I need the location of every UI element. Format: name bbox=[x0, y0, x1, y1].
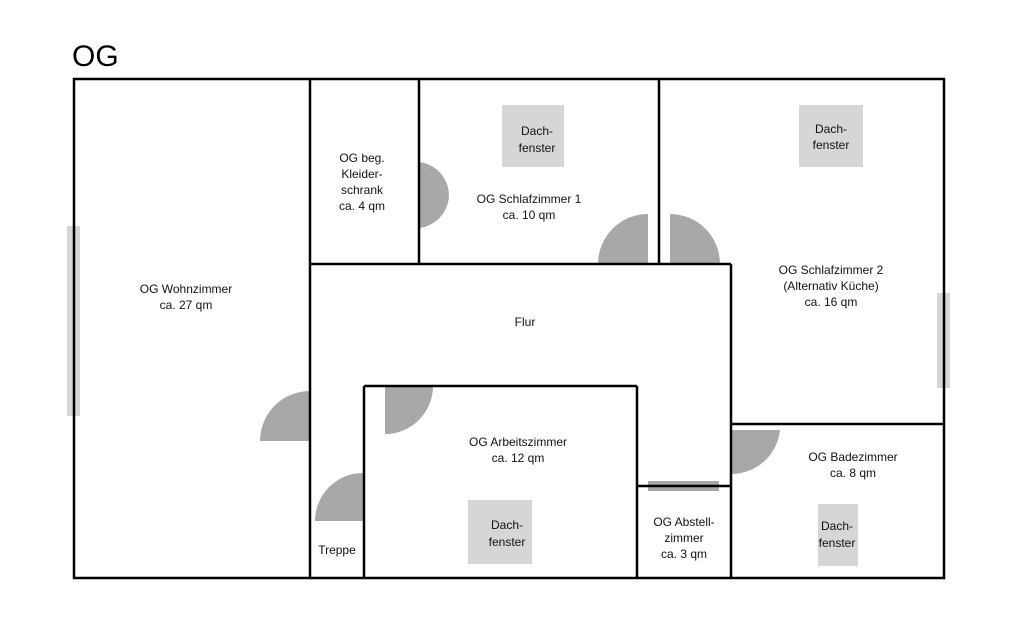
room-label-line: ca. 27 qm bbox=[160, 298, 213, 312]
room-kleiderschrank: OG beg. Kleider- schrank ca. 4 qm bbox=[339, 151, 385, 213]
room-schlafzimmer1: OG Schlafzimmer 1 ca. 10 qm bbox=[477, 192, 582, 222]
skylight-schlafzimmer1: Dach- fenster bbox=[502, 105, 564, 167]
floor-title: OG bbox=[72, 40, 119, 73]
door-schlafzimmer2-icon bbox=[670, 214, 720, 264]
room-label-line: OG beg. bbox=[339, 151, 384, 165]
walls bbox=[72, 77, 946, 580]
door-wohnzimmer-icon bbox=[260, 391, 310, 441]
room-label-line: Flur bbox=[515, 315, 536, 329]
room-label-line: OG Schlafzimmer 1 bbox=[477, 192, 582, 206]
room-label-line: Treppe bbox=[318, 543, 356, 557]
skylight-label-line: Dach- bbox=[821, 519, 853, 533]
room-schlafzimmer2: OG Schlafzimmer 2 (Alternativ Küche) ca.… bbox=[779, 263, 884, 309]
room-label-line: OG Wohnzimmer bbox=[140, 282, 232, 296]
skylight-badezimmer: Dach- fenster bbox=[818, 504, 858, 566]
room-arbeitszimmer: OG Arbeitszimmer ca. 12 qm bbox=[469, 435, 567, 465]
room-label-line: ca. 3 qm bbox=[661, 547, 707, 561]
room-wohnzimmer: OG Wohnzimmer ca. 27 qm bbox=[140, 282, 232, 312]
skylight-label-line: fenster bbox=[519, 141, 556, 155]
room-label-line: ca. 16 qm bbox=[805, 295, 858, 309]
door-schlafzimmer1-icon bbox=[598, 214, 648, 264]
skylight-schlafzimmer2: Dach- fenster bbox=[799, 105, 863, 167]
door-treppe-icon bbox=[315, 473, 363, 521]
room-flur: Flur bbox=[515, 315, 536, 329]
room-label-line: ca. 8 qm bbox=[830, 466, 876, 480]
room-label-line: ca. 4 qm bbox=[339, 199, 385, 213]
skylight-label-line: fenster bbox=[813, 138, 850, 152]
room-label-line: OG Abstell- bbox=[653, 515, 714, 529]
room-badezimmer: OG Badezimmer ca. 8 qm bbox=[808, 450, 897, 480]
room-label-line: Kleider- bbox=[341, 167, 382, 181]
room-label-line: ca. 10 qm bbox=[503, 208, 556, 222]
room-abstellzimmer: OG Abstell- zimmer ca. 3 qm bbox=[653, 515, 714, 561]
skylight-label-line: Dach- bbox=[815, 122, 847, 136]
skylight-arbeitszimmer: Dach- fenster bbox=[468, 500, 532, 564]
skylight-label-line: fenster bbox=[819, 536, 856, 550]
skylight-label-line: Dach- bbox=[521, 124, 553, 138]
room-label-line: OG Arbeitszimmer bbox=[469, 435, 567, 449]
skylight-label-line: Dach- bbox=[491, 518, 523, 532]
room-label-line: zimmer bbox=[664, 531, 703, 545]
door-kleiderschrank-upper-arc bbox=[419, 162, 450, 196]
room-label-line: ca. 12 qm bbox=[492, 451, 545, 465]
outer-wall bbox=[72, 77, 946, 580]
room-label-line: (Alternativ Küche) bbox=[783, 279, 878, 293]
room-treppe: Treppe bbox=[318, 543, 356, 557]
skylight-label-line: fenster bbox=[489, 535, 526, 549]
door-badezimmer-icon bbox=[731, 430, 780, 475]
room-label-line: OG Badezimmer bbox=[808, 450, 897, 464]
door-kleiderschrank-lower-icon bbox=[419, 196, 449, 228]
room-label-line: OG Schlafzimmer 2 bbox=[779, 263, 884, 277]
door-arbeitszimmer-icon bbox=[385, 386, 433, 434]
room-label-line: schrank bbox=[341, 183, 384, 197]
